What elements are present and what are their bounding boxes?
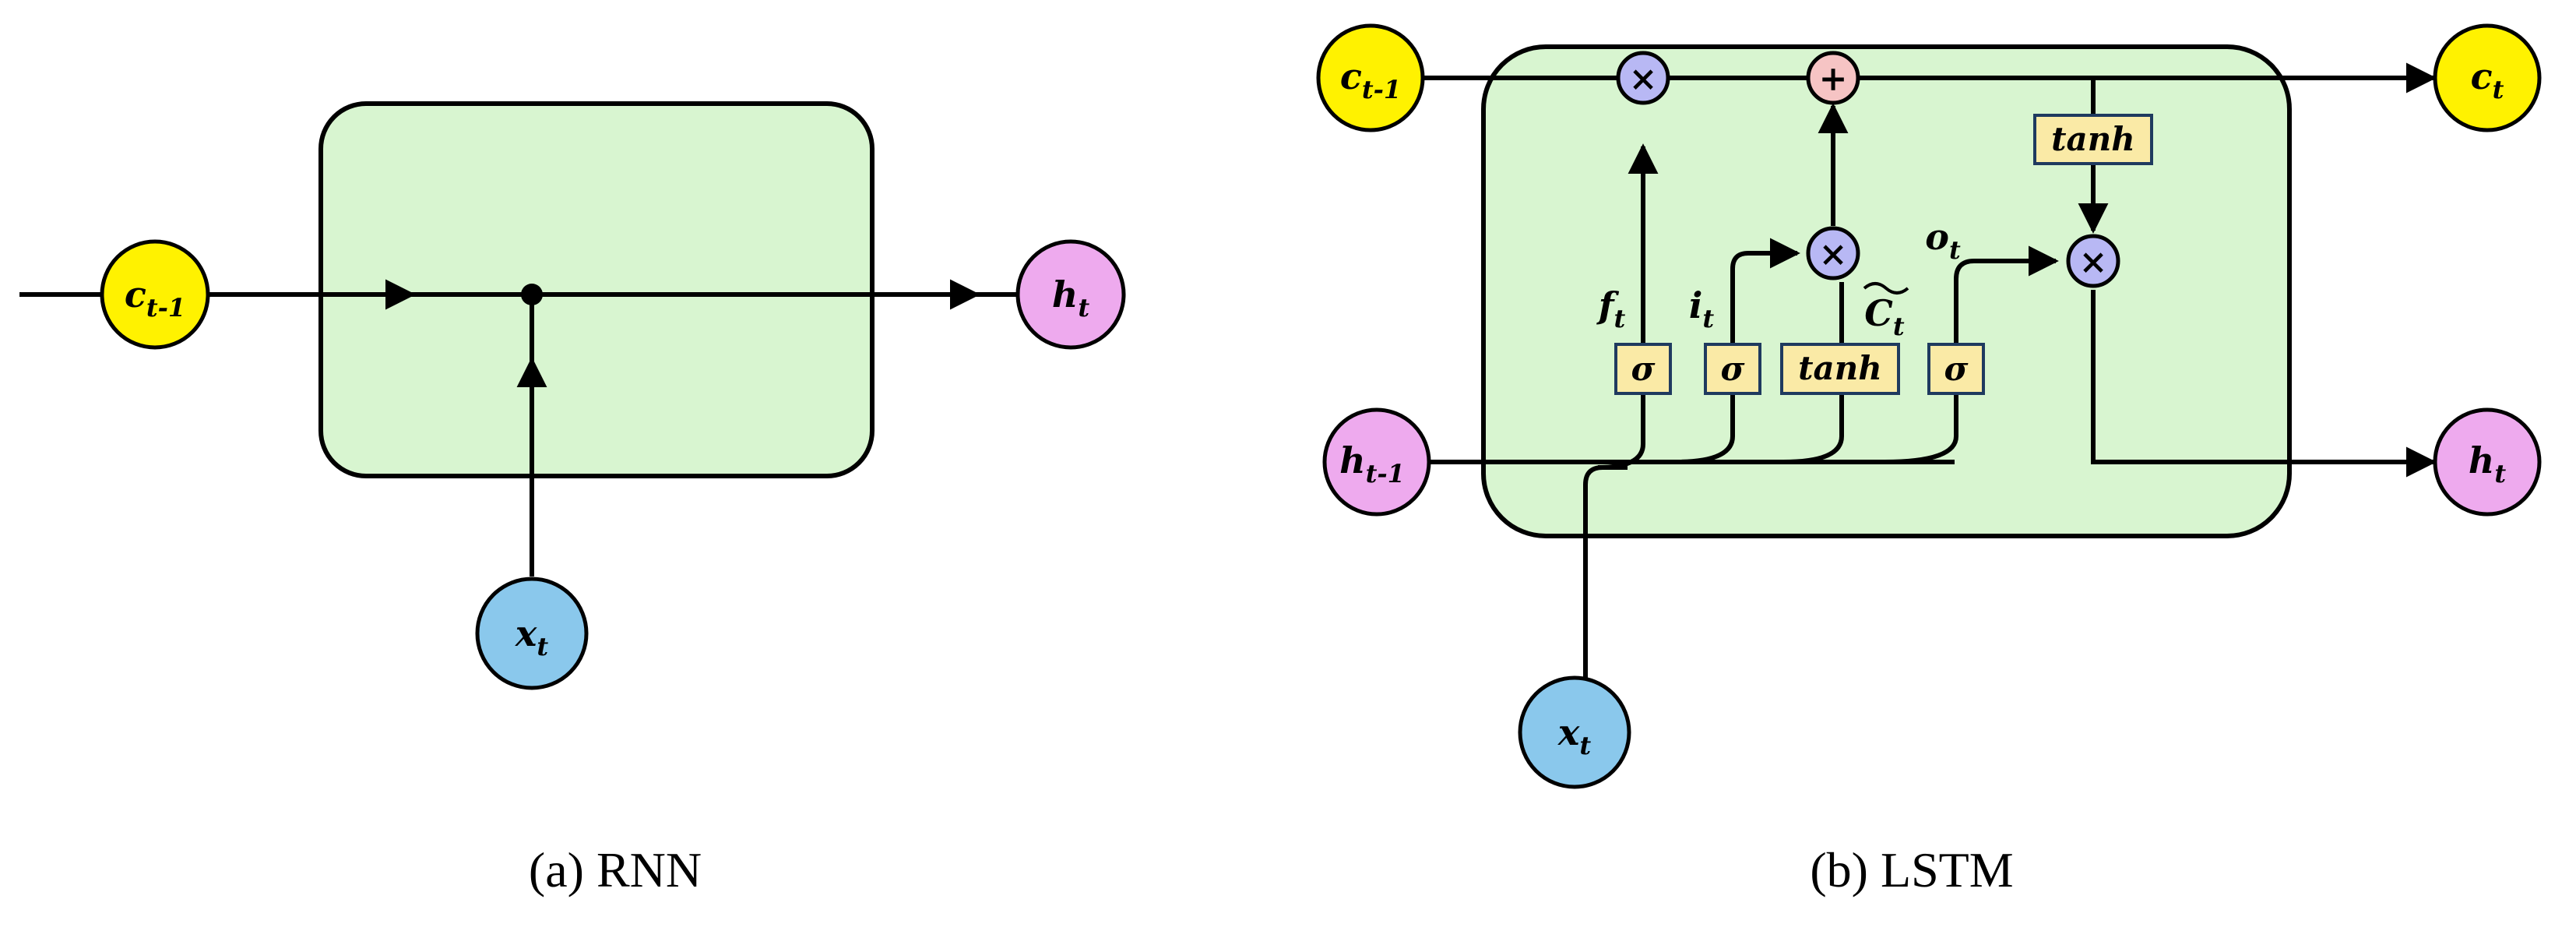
lstm-output-multiply-circle [2066, 234, 2120, 288]
lstm-c-out-main: c [2471, 55, 2493, 97]
multiply-icon: × [2079, 242, 2108, 282]
lstm-forget-multiply-circle [1616, 51, 1670, 105]
lstm-output-sigma-gate: σ [1927, 343, 1985, 395]
lstm-input-sigma-text: σ [1721, 350, 1745, 388]
lstm-input-label: it [1689, 284, 1714, 333]
lstm-output-wire-up [1954, 245, 2059, 344]
rnn-c-prev-node: ct-1 [100, 239, 210, 350]
add-icon: + [1819, 59, 1848, 99]
lstm-candidate-label: Ct [1864, 292, 1905, 341]
lstm-forget-sub: t [1614, 304, 1626, 333]
lstm-c-prev-main: c [1340, 55, 1362, 97]
lstm-output-label: ot [1925, 216, 1961, 265]
lstm-x-in-main: x [1557, 711, 1580, 753]
lstm-candidate-tilde [1863, 282, 1909, 294]
lstm-input-multiply-circle [1806, 226, 1860, 280]
lstm-h-out-label: ht [2469, 439, 2506, 488]
lstm-add-circle [1806, 51, 1860, 105]
lstm-input-wire-up [1730, 238, 1800, 344]
lstm-c-prev-sub: t-1 [1362, 75, 1401, 104]
lstm-forget-multiply-op: × [1616, 51, 1670, 105]
rnn-caption: (a) RNN [529, 842, 702, 897]
multiply-icon: × [1819, 235, 1848, 274]
lstm-output-wire-low [1884, 393, 1958, 464]
rnn-c-prev-sub: t-1 [146, 293, 185, 323]
rnn-diagram: ct-1 ht xt (a) RNN [19, 101, 1126, 897]
rnn-h-out-node: ht [1015, 239, 1126, 350]
lstm-x-in-sub: t [1579, 731, 1591, 760]
lstm-h-out-circle [2433, 407, 2542, 517]
lstm-candidate-main: C [1864, 292, 1893, 334]
lstm-c-prev-label: ct-1 [1340, 55, 1401, 104]
lstm-forget-sigma-box [1614, 343, 1672, 395]
lstm-h-out-sub: t [2494, 459, 2506, 488]
rnn-x-in-label: xt [515, 612, 548, 661]
lstm-forget-wire-low [1597, 393, 1645, 470]
lstm-h-prev-node: ht-1 [1322, 407, 1431, 517]
lstm-output-sigma-box [1927, 343, 1985, 395]
rnn-x-in-circle [475, 577, 589, 690]
lstm-h-prev-circle [1322, 407, 1431, 517]
lstm-cell-tanh-box [2033, 114, 2153, 165]
lstm-candidate-tanh-gate: tanh [1780, 343, 1900, 395]
lstm-input-sub: t [1702, 304, 1714, 333]
lstm-cell-tanh-text: tanh [2051, 120, 2135, 158]
lstm-cell-tanh-gate: tanh [2033, 114, 2153, 165]
lstm-diagram: × + × × σ σ tanh σ [1316, 23, 2542, 897]
rnn-c-prev-circle [100, 239, 210, 350]
rnn-h-out-main: h [1052, 273, 1078, 316]
lstm-output-sigma-text: σ [1944, 350, 1969, 388]
lstm-h-out-wire [2091, 290, 2437, 478]
lstm-output-multiply-op: × [2066, 234, 2120, 288]
lstm-h-out-node: ht [2433, 407, 2542, 517]
rnn-c-prev-label: ct-1 [125, 273, 185, 323]
lstm-candidate-tanh-box [1780, 343, 1900, 395]
rnn-c-prev-main: c [125, 273, 146, 316]
lstm-forget-sigma-text: σ [1631, 350, 1656, 388]
rnn-x-in-main: x [515, 612, 537, 654]
lstm-input-sigma-box [1704, 343, 1761, 395]
lstm-output-main: o [1925, 216, 1949, 258]
rnn-h-out-sub: t [1078, 293, 1089, 323]
rnn-h-out-circle [1015, 239, 1126, 350]
lstm-x-in-circle [1518, 675, 1631, 789]
rnn-junction-dot [521, 284, 543, 305]
rnn-h-out-label: ht [1052, 273, 1089, 323]
lstm-input-main: i [1689, 284, 1702, 326]
lstm-h-out-main: h [2469, 439, 2494, 481]
lstm-candidate-sub: t [1893, 312, 1905, 341]
lstm-output-sub: t [1949, 235, 1961, 265]
rnn-cell-box [318, 101, 875, 478]
lstm-c-out-sub: t [2493, 75, 2504, 104]
lstm-candidate-label-group: Ct [1863, 282, 1909, 341]
lstm-h-prev-label: ht-1 [1339, 439, 1405, 488]
lstm-cell-box [1481, 44, 2292, 538]
lstm-h-prev-main: h [1339, 439, 1365, 481]
lstm-candidate-wire-low [1782, 393, 1844, 464]
lstm-add-op: + [1806, 51, 1860, 105]
lstm-h-prev-sub: t-1 [1366, 459, 1405, 488]
lstm-input-multiply-op: × [1806, 226, 1860, 280]
lstm-c-out-label: ct [2471, 55, 2504, 104]
lstm-x-in-label: xt [1557, 711, 1591, 760]
lstm-c-prev-node: ct-1 [1316, 23, 1425, 132]
lstm-c-out-node: ct [2433, 23, 2542, 132]
rnn-x-in-node: xt [475, 577, 589, 690]
lstm-input-wire-low [1675, 393, 1735, 464]
rnn-x-in-sub: t [537, 632, 548, 661]
lstm-caption: (b) LSTM [1810, 842, 2013, 897]
lstm-x-in-node: xt [1518, 675, 1631, 789]
lstm-input-sigma-gate: σ [1704, 343, 1761, 395]
lstm-c-prev-circle [1316, 23, 1425, 132]
lstm-c-out-circle [2433, 23, 2542, 132]
lstm-forget-sigma-gate: σ [1614, 343, 1672, 395]
multiply-icon: × [1629, 59, 1658, 99]
lstm-candidate-tanh-text: tanh [1798, 349, 1882, 387]
